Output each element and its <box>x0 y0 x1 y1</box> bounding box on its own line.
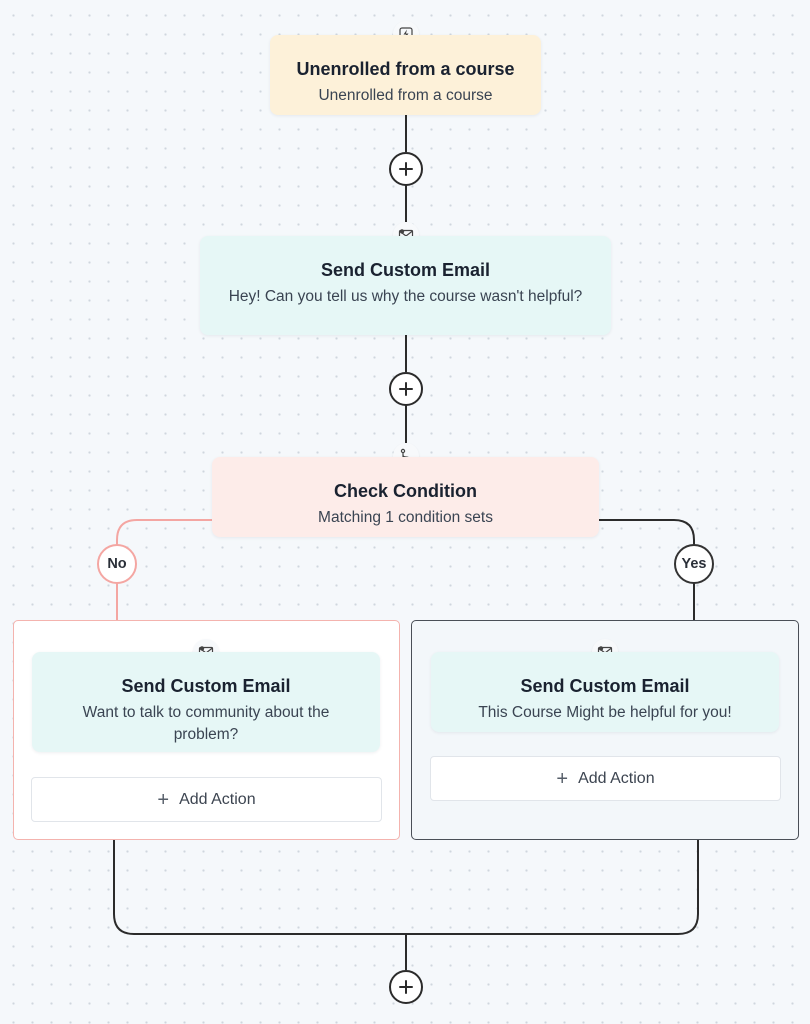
trigger-title: Unenrolled from a course <box>296 59 515 79</box>
trigger-card[interactable]: Unenrolled from a course Unenrolled from… <box>270 35 541 115</box>
send-email-card-1[interactable]: Send Custom Email Hey! Can you tell us w… <box>200 236 611 335</box>
condition-subtitle: Matching 1 condition sets <box>318 509 493 526</box>
plus-icon <box>399 162 413 176</box>
add-step-button-1[interactable] <box>389 152 423 186</box>
plus-icon: + <box>157 788 170 811</box>
branch-label-no: No <box>97 544 137 584</box>
trigger-subtitle: Unenrolled from a course <box>318 87 493 104</box>
check-condition-card[interactable]: Check Condition Matching 1 condition set… <box>212 457 599 537</box>
branch-label-yes: Yes <box>674 544 714 584</box>
email-1-title: Send Custom Email <box>320 260 491 280</box>
add-action-button-yes[interactable]: + Add Action <box>430 756 781 801</box>
plus-icon <box>399 382 413 396</box>
email-yes-subtitle: This Course Might be helpful for you! <box>478 704 732 721</box>
add-step-button-3[interactable] <box>389 970 423 1004</box>
connector-yes-branch <box>599 519 695 620</box>
plus-icon <box>399 980 413 994</box>
add-action-button-no[interactable]: + Add Action <box>31 777 382 822</box>
send-email-card-no[interactable]: Send Custom Email Want to talk to commun… <box>32 652 380 752</box>
send-email-card-yes[interactable]: Send Custom Email This Course Might be h… <box>431 652 779 732</box>
connector-merge <box>113 840 699 935</box>
email-no-title: Send Custom Email <box>121 676 291 696</box>
email-1-subtitle: Hey! Can you tell us why the course wasn… <box>228 288 583 305</box>
add-action-label-no: Add Action <box>179 790 256 808</box>
connector-no-branch <box>116 519 212 620</box>
email-no-subtitle: Want to talk to community about the prob… <box>82 704 330 743</box>
email-yes-title: Send Custom Email <box>520 676 690 696</box>
plus-icon: + <box>556 767 569 790</box>
add-step-button-2[interactable] <box>389 372 423 406</box>
condition-title: Check Condition <box>334 481 477 501</box>
add-action-label-yes: Add Action <box>578 769 655 787</box>
